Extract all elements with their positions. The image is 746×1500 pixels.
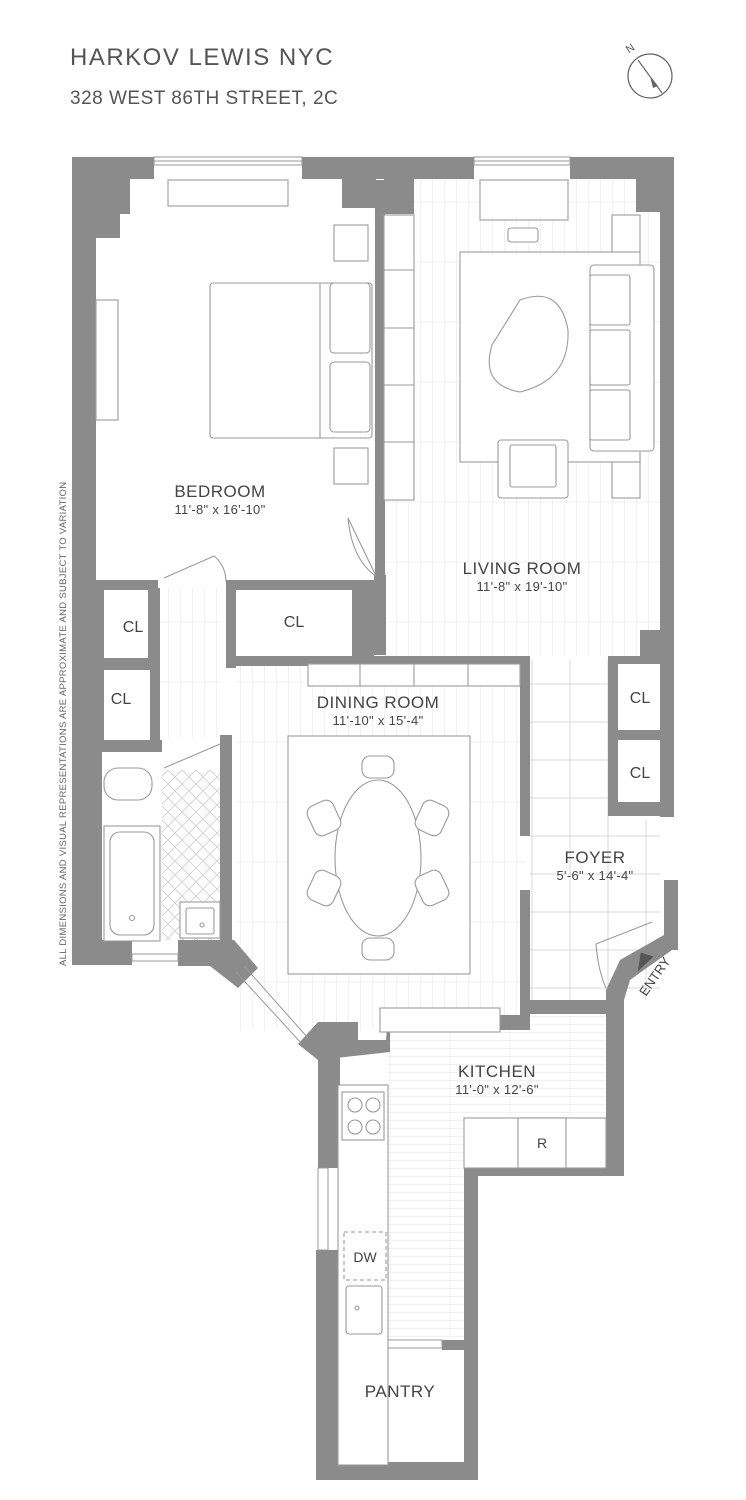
room-label-dining-room: DINING ROOM 11'-10" x 15'-4" bbox=[317, 693, 440, 728]
room-label-kitchen: KITCHEN 11'-0" x 12'-6" bbox=[455, 1062, 539, 1097]
room-dims: 11'-8" x 19'-10" bbox=[476, 579, 568, 594]
room-dims: 11'-8" x 16'-10" bbox=[174, 502, 266, 517]
room-dims: 5'-6" x 14'-4" bbox=[556, 868, 634, 883]
room-name: FOYER bbox=[564, 848, 626, 867]
room-name: PANTRY bbox=[364, 1382, 436, 1401]
room-label-foyer: FOYER 5'-6" x 14'-4" bbox=[557, 848, 634, 883]
room-label-pantry: PANTRY bbox=[365, 1382, 435, 1402]
room-name: BEDROOM bbox=[174, 482, 266, 501]
room-name: DINING ROOM bbox=[316, 693, 440, 712]
closet-label: CL bbox=[283, 614, 305, 631]
closet-label: CL bbox=[629, 690, 651, 707]
closet-label: CL bbox=[122, 619, 144, 636]
furniture bbox=[95, 179, 655, 1466]
windows bbox=[131, 156, 571, 1349]
room-name: KITCHEN bbox=[457, 1062, 537, 1081]
refrigerator-label: R bbox=[536, 1135, 548, 1151]
compass-icon: N bbox=[624, 42, 673, 99]
walls bbox=[72, 157, 678, 1480]
room-name: LIVING ROOM bbox=[462, 559, 582, 578]
brand-name: HARKOV LEWIS NYC bbox=[70, 44, 335, 71]
room-dims: 11'-10" x 15'-4" bbox=[332, 713, 424, 728]
closet-label: CL bbox=[110, 691, 132, 708]
room-label-living-room: LIVING ROOM 11'-8" x 19'-10" bbox=[463, 559, 582, 594]
room-dims: 11'-0" x 12'-6" bbox=[455, 1082, 539, 1097]
dishwasher-label: DW bbox=[353, 1249, 377, 1265]
address: 328 WEST 86TH STREET, 2C bbox=[70, 88, 339, 109]
closet-label: CL bbox=[629, 765, 651, 782]
room-label-bedroom: BEDROOM 11'-8" x 16'-10" bbox=[174, 482, 265, 517]
entry-arrow-icon bbox=[637, 952, 654, 972]
